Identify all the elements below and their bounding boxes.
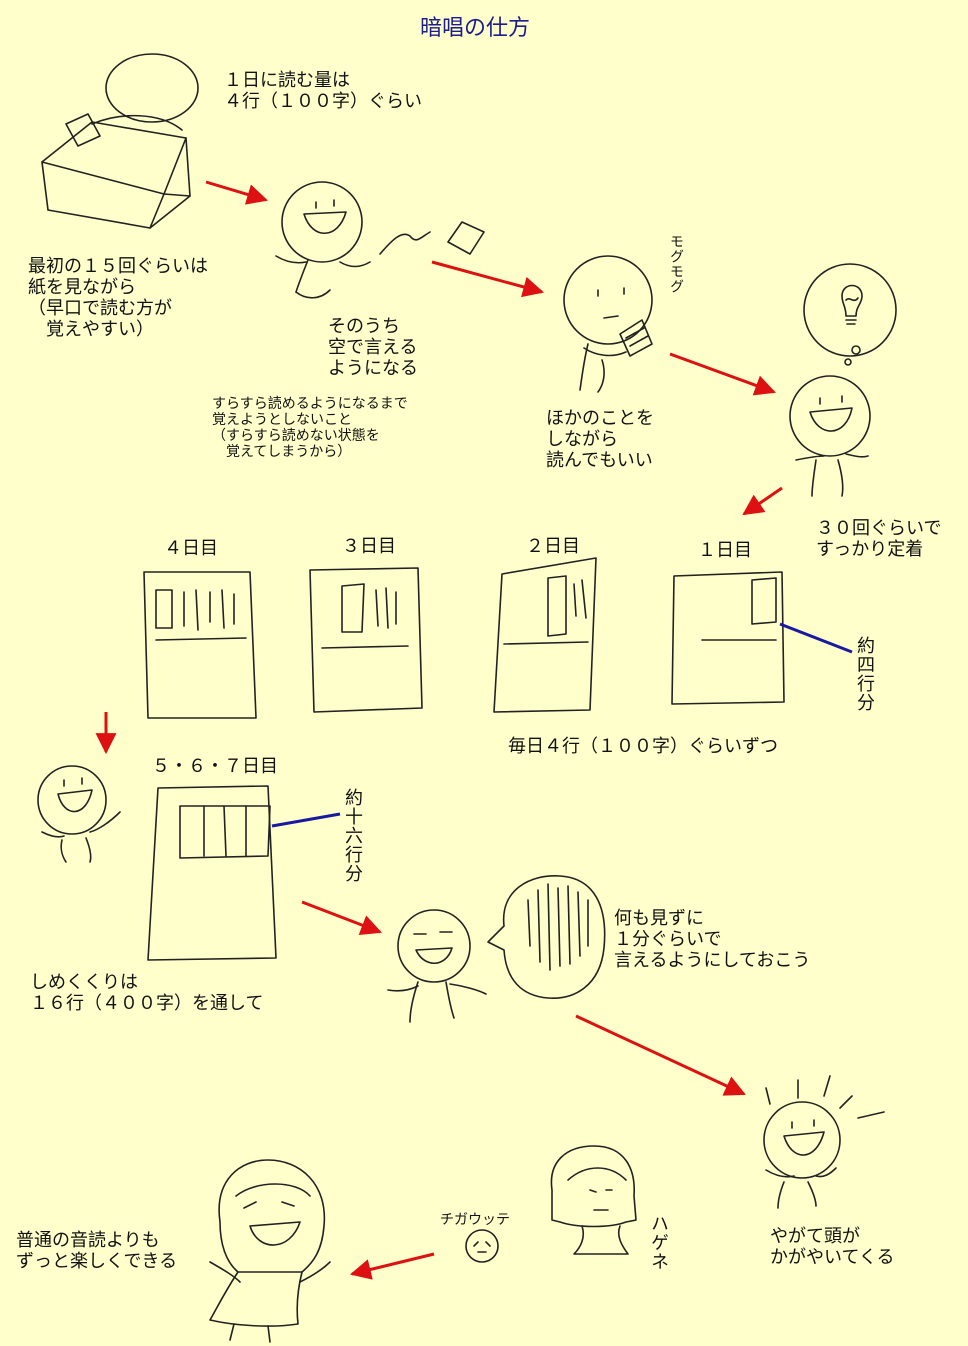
- paper-sheet-icon: [147, 785, 277, 961]
- hagene-label: ハゲネ: [648, 1214, 669, 1271]
- flow-arrow: [431, 260, 545, 298]
- dont-memorize-note: すらすら読めるようになるまで 覚えようとしないこと （すらすら読めない状態を 覚…: [212, 396, 408, 460]
- pointer-line: [779, 622, 853, 654]
- happy-person-icon: [37, 765, 121, 863]
- shining-head-icon: [763, 1075, 885, 1209]
- while-other-note: ほかのことを しながら 読んでもいい: [546, 408, 654, 471]
- motion-squiggle: [379, 231, 431, 255]
- chigautte-label: チガウッテ: [440, 1212, 510, 1228]
- more-fun-note: 普通の音読よりも ずっと楽しくできる: [16, 1230, 178, 1272]
- flow-arrow: [742, 486, 783, 516]
- page-title: 暗唱の仕方: [420, 16, 531, 41]
- happy-person-icon: [789, 375, 871, 497]
- first-15-note: 最初の１５回ぐらいは 紙を見ながら （早口で読む方が 覚えやすい）: [28, 256, 208, 340]
- thirty-times-note: ３０回ぐらいで すっかり定着: [816, 518, 942, 560]
- laughing-girl-icon: [209, 1159, 331, 1343]
- lightbulb-thought-icon: [803, 263, 897, 366]
- mogumogu-label: モグモグ: [668, 234, 684, 294]
- flow-arrow: [669, 352, 776, 396]
- day2-label: ２日目: [526, 536, 580, 557]
- speech-bubble-icon: [487, 875, 606, 999]
- happy-person-icon: [387, 909, 487, 1023]
- day1-label: １日目: [698, 540, 752, 561]
- small-face-icon: [465, 1229, 499, 1263]
- flow-arrow: [575, 1014, 746, 1096]
- sixteen-lines-label: 約十六行分: [342, 788, 363, 883]
- paper-sheet-icon: [447, 221, 485, 255]
- one-minute-note: 何も見ずに １分ぐらいで 言えるようにしておこう: [614, 908, 811, 971]
- day4-label: ４日目: [164, 538, 218, 559]
- flow-arrow: [349, 1252, 435, 1280]
- person-at-desk-icon: [41, 53, 199, 229]
- chewing-person-icon: [563, 255, 653, 393]
- flow-arrow: [301, 900, 382, 936]
- head-shine-note: やがて頭が かがやいてくる: [770, 1226, 895, 1268]
- four-lines-label: 約四行分: [854, 636, 875, 712]
- every-day-note: 毎日４行（１００字）ぐらいずつ: [508, 736, 778, 757]
- flow-arrow: [205, 180, 269, 205]
- girl-icon: [550, 1145, 637, 1255]
- paper-sheet-icon: [671, 571, 785, 705]
- day3-label: ３日目: [342, 536, 396, 557]
- paper-sheet-icon: [309, 567, 423, 713]
- paper-sheet-icon: [143, 571, 257, 719]
- daily-amount-note: １日に読む量は ４行（１００字）ぐらい: [224, 70, 422, 112]
- finish-note: しめくくりは １６行（４００字）を通して: [30, 972, 264, 1014]
- happy-person-icon: [275, 181, 371, 299]
- soon-recite-note: そのうち 空で言える ようになる: [328, 316, 418, 379]
- days567-label: ５・６・７日目: [152, 756, 278, 777]
- paper-sheet-icon: [493, 557, 597, 713]
- pointer-line: [271, 812, 341, 828]
